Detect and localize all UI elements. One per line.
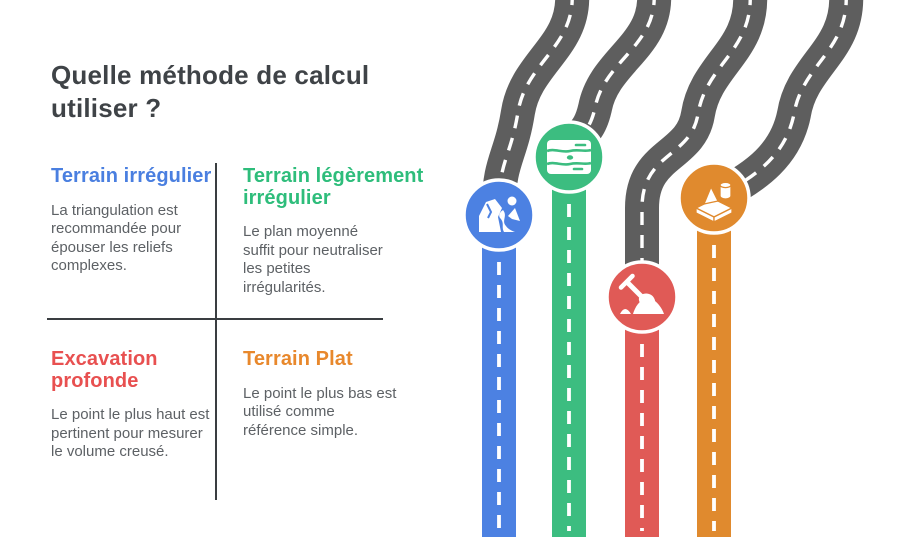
- page-title: Quelle méthode de calcul utiliser ?: [51, 60, 370, 123]
- quadrant-terrain-plat: Terrain Plat Le point le plus bas est ut…: [243, 346, 398, 440]
- node-circle: [462, 178, 536, 252]
- node-terrain-plat: [677, 161, 751, 235]
- mountain-river-icon: [479, 196, 520, 232]
- vertical-divider: [215, 163, 217, 500]
- quadrant-heading: Excavation profonde: [51, 348, 158, 392]
- quadrant-heading: Terrain légèrement irrégulier: [243, 165, 424, 209]
- quadrant-excavation-profonde: Excavation profonde Le point le plus hau…: [51, 346, 216, 462]
- road-red-curve: [625, 0, 768, 284]
- node-terrain-irregulier: [462, 178, 536, 252]
- quadrant-terrain-legerement-irregulier: Terrain légèrement irrégulier Le plan mo…: [243, 163, 458, 297]
- flat-terrain-shapes-icon: [695, 181, 733, 223]
- road-dash-line: [719, 0, 848, 197]
- quadrant-body: Le point le plus bas est utilisé comme r…: [243, 384, 397, 439]
- quadrant-body: Le plan moyenné suffit pour neutraliser …: [243, 223, 383, 296]
- road-dash-line: [640, 0, 752, 284]
- quadrant-terrain-irregulier: Terrain irrégulier La triangulation est …: [51, 163, 211, 276]
- node-excavation-profonde: [605, 260, 679, 334]
- quadrant-heading: Terrain Plat: [243, 348, 353, 370]
- shovel-mound-icon: [618, 273, 664, 314]
- quadrant-heading: Terrain irrégulier: [51, 165, 212, 187]
- quadrant-body: Le point le plus haut est pertinent pour…: [51, 406, 210, 461]
- horizontal-divider: [47, 318, 383, 320]
- quadrant-body: La triangulation est recommandée pour ép…: [51, 201, 182, 275]
- soil-layers-icon: [546, 140, 592, 174]
- winding-roads: [482, 0, 864, 284]
- colored-roads: [482, 157, 731, 537]
- node-terrain-legerement-irregulier: [532, 120, 606, 194]
- road-dash-line: [497, 0, 574, 205]
